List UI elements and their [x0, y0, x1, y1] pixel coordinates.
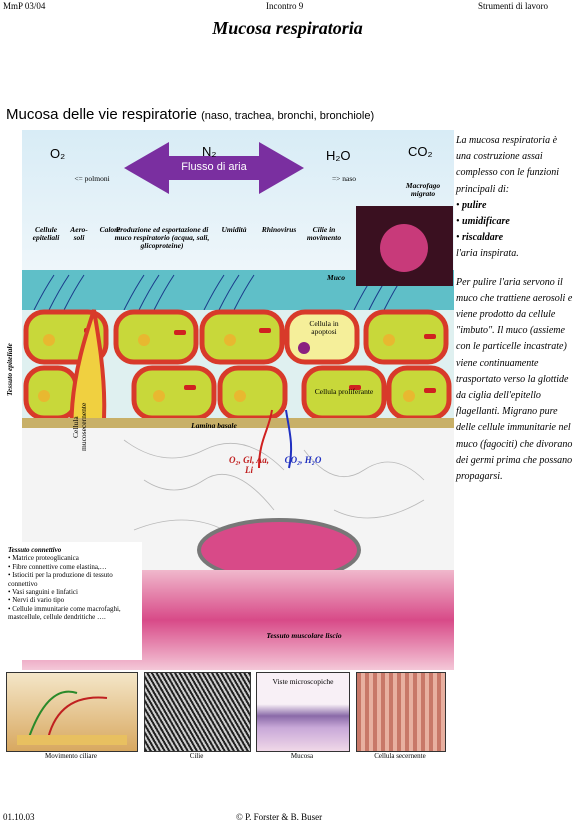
- function-item: • riscaldare: [456, 232, 504, 244]
- function-item-text: riscaldare: [462, 232, 504, 244]
- header-center: Incontro 9: [266, 1, 304, 11]
- page-title: Mucosa respiratoria: [212, 18, 363, 38]
- side-paragraph-2: Per pulire l'aria servono il muco che tr…: [456, 276, 573, 483]
- label-moving-cilia: Cilie in movimento: [306, 225, 342, 242]
- ciliary-drawing: [17, 690, 127, 745]
- connective-title: Tessuto connettivo: [8, 546, 62, 554]
- section-heading-sub: (naso, trachea, bronchi, bronchiole): [201, 110, 375, 122]
- label-epithelium: Tessuto epiteliale: [5, 343, 14, 397]
- connective-item: • Fibre connettive come elastina,…: [8, 562, 107, 571]
- connective-item: • Vasi sanguini e linfatici: [8, 588, 78, 597]
- connective-item: • Cellule immunitarie come macrofaghi, m…: [8, 604, 121, 622]
- function-item: • pulire: [456, 199, 487, 211]
- footer-copyright: © P. Forster & B. Buser: [236, 812, 323, 822]
- label-mucus-production: Produzione ed esportazione di muco respi…: [114, 225, 210, 250]
- caption-cilia: Cilie: [189, 752, 204, 760]
- thumbnail-ciliary-movement: [6, 672, 138, 752]
- gas-n2: N₂: [202, 144, 217, 159]
- function-item: • umidificare: [456, 216, 510, 228]
- micro-label: Viste microscopiche: [272, 677, 334, 686]
- efflux-arrow: [285, 409, 293, 469]
- connective-item-text: Fibre connettive come elastina,…: [12, 562, 107, 571]
- gas-h2o: H₂O: [326, 148, 351, 163]
- label-influx: O₂, Gl, Aa, Li: [228, 455, 270, 475]
- label-mucus: Muco: [327, 273, 345, 282]
- influx-arrow: [258, 409, 273, 469]
- function-item-text: pulire: [462, 199, 487, 211]
- header-right: Strumenti di lavoro: [478, 1, 548, 11]
- to-lungs-label: <= polmoni: [74, 174, 110, 183]
- thumbnail-secretory-cell: [356, 672, 446, 752]
- function-list: • pulire • umidificare • riscaldare: [456, 198, 574, 247]
- side-paragraph-1: La mucosa respiratoria è una costruzione…: [456, 133, 574, 263]
- label-heat: Calore: [99, 225, 121, 234]
- label-apoptosis: Cellula in apoptosi: [309, 319, 339, 336]
- label-goblet: Cellula mucosecernente: [71, 402, 88, 452]
- thumbnail-cilia: [144, 672, 251, 752]
- nuclei: [38, 334, 415, 402]
- diagram-art: [4, 130, 454, 670]
- basal-lamina: [22, 418, 454, 428]
- side-paragraph-1-text: La mucosa respiratoria è una costruzione…: [456, 135, 560, 195]
- header-left: MmP 03/04: [3, 1, 46, 11]
- connective-item-text: Nervi di vario tipo: [12, 596, 65, 605]
- cell-row-2: [23, 365, 452, 421]
- section-heading: Mucosa delle vie respiratorie (naso, tra…: [6, 106, 374, 123]
- connective-item: • Istiociti per la produzione di tessuto…: [8, 571, 113, 588]
- side-text: La mucosa respiratoria è una costruzione…: [456, 133, 574, 497]
- airflow-label: Flusso di aria: [181, 161, 247, 173]
- footer-date: 01.10.03: [3, 812, 35, 822]
- connective-item-text: Vasi sanguini e linfatici: [12, 588, 78, 597]
- connective-item-text: Istiociti per la produzione di tessuto c…: [8, 571, 113, 588]
- caption-ciliary-movement: Movimento ciliare: [45, 752, 97, 760]
- caption-mucosa: Mucosa: [290, 752, 314, 760]
- cell-row-1: [23, 309, 449, 365]
- connective-item-text: Cellule immunitarie come macrofaghi, mas…: [8, 604, 121, 622]
- connective-legend-box: [4, 542, 142, 660]
- connective-legend: Tessuto connettivo • Matrice proteoglica…: [8, 546, 142, 622]
- connective-item: • Matrice proteoglicanica: [8, 554, 79, 563]
- label-aerosols: Aero-soli: [70, 225, 88, 242]
- gas-co2: CO₂: [408, 144, 433, 159]
- apoptosis-nucleus: [298, 342, 310, 354]
- function-item-text: umidificare: [462, 216, 510, 228]
- side-paragraph-1-end: l'aria inspirata.: [456, 248, 519, 260]
- to-nose-label: => naso: [331, 174, 357, 183]
- label-epithelial-cells: Cellule epiteliali: [32, 225, 60, 242]
- macrophage-cell: [380, 224, 428, 272]
- label-basal-lamina: Lamina basale: [191, 421, 237, 430]
- label-rhinovirus: Rhinovirus: [261, 225, 297, 234]
- section-heading-main: Mucosa delle vie respiratorie: [6, 106, 197, 123]
- caption-secretory-cell: Cellula secernente: [374, 752, 426, 760]
- connective-item: • Nervi di vario tipo: [8, 596, 65, 605]
- gas-o2: O₂: [50, 146, 66, 161]
- thumbnail-mucosa: Viste microscopiche: [256, 672, 350, 752]
- label-humidity: Umidità: [221, 225, 247, 234]
- macrophage-label: Macrofago migrato: [405, 181, 441, 198]
- label-smooth-muscle: Tessuto muscolare liscio: [266, 631, 342, 640]
- label-efflux: CO₂, H₂O: [284, 455, 322, 465]
- label-proliferating: Cellula proliferante: [314, 387, 374, 396]
- mucosa-diagram: O₂ N₂ H₂O CO₂ Flusso di aria <= polmoni …: [4, 130, 454, 670]
- airflow-arrow: [124, 142, 304, 194]
- connective-item-text: Matrice proteoglicanica: [12, 554, 79, 563]
